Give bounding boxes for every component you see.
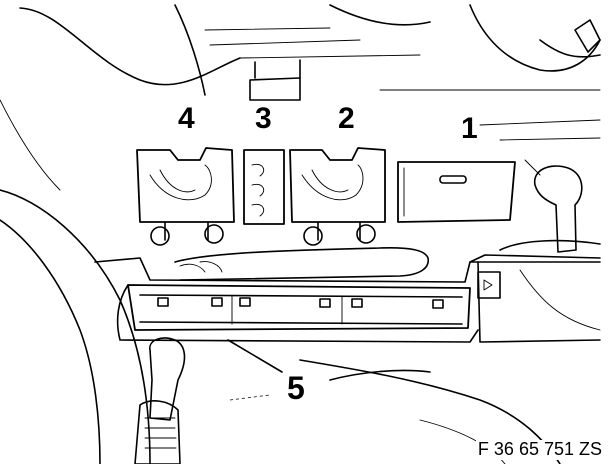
callout-label-4: 4 (178, 102, 195, 135)
gear-shift-knob (469, 159, 601, 331)
callout-5-leaders (227, 339, 431, 401)
callout-label-3: 3 (255, 102, 272, 135)
seat-outline-left (0, 99, 151, 464)
hand-brake (174, 247, 429, 281)
dashboard-outline (19, 4, 601, 141)
callout-label-5: 5 (287, 370, 305, 406)
figure-reference-code: F 36 65 751 ZS (475, 439, 604, 460)
part-2-cover (289, 147, 386, 246)
part-5-storage-tray (94, 254, 601, 343)
callout-label-1: 1 (461, 112, 478, 145)
part-1-cover-plate (397, 161, 516, 223)
part-4-cover (136, 147, 235, 246)
callout-label-2: 2 (338, 102, 355, 135)
part-3-blind (243, 149, 285, 225)
front-lever (134, 337, 186, 464)
